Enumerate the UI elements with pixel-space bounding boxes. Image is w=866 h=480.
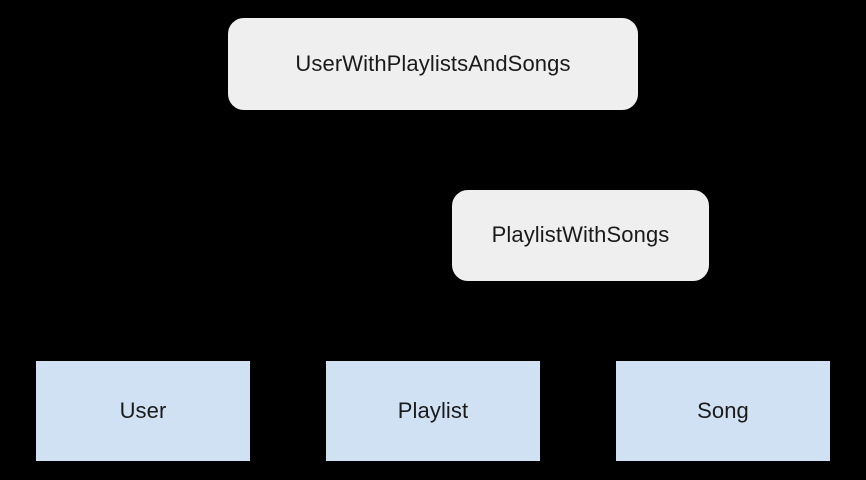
node-user[interactable]: User bbox=[36, 361, 250, 461]
node-label: PlaylistWithSongs bbox=[491, 222, 670, 248]
node-playlist-with-songs[interactable]: PlaylistWithSongs bbox=[452, 190, 709, 281]
node-playlist[interactable]: Playlist bbox=[326, 361, 540, 461]
node-song[interactable]: Song bbox=[616, 361, 830, 461]
node-label: UserWithPlaylistsAndSongs bbox=[295, 50, 571, 76]
node-label: User bbox=[119, 397, 167, 423]
node-label: Song bbox=[697, 397, 749, 423]
node-label: Playlist bbox=[397, 397, 469, 423]
node-user-with-playlists-and-songs[interactable]: UserWithPlaylistsAndSongs bbox=[228, 18, 638, 110]
